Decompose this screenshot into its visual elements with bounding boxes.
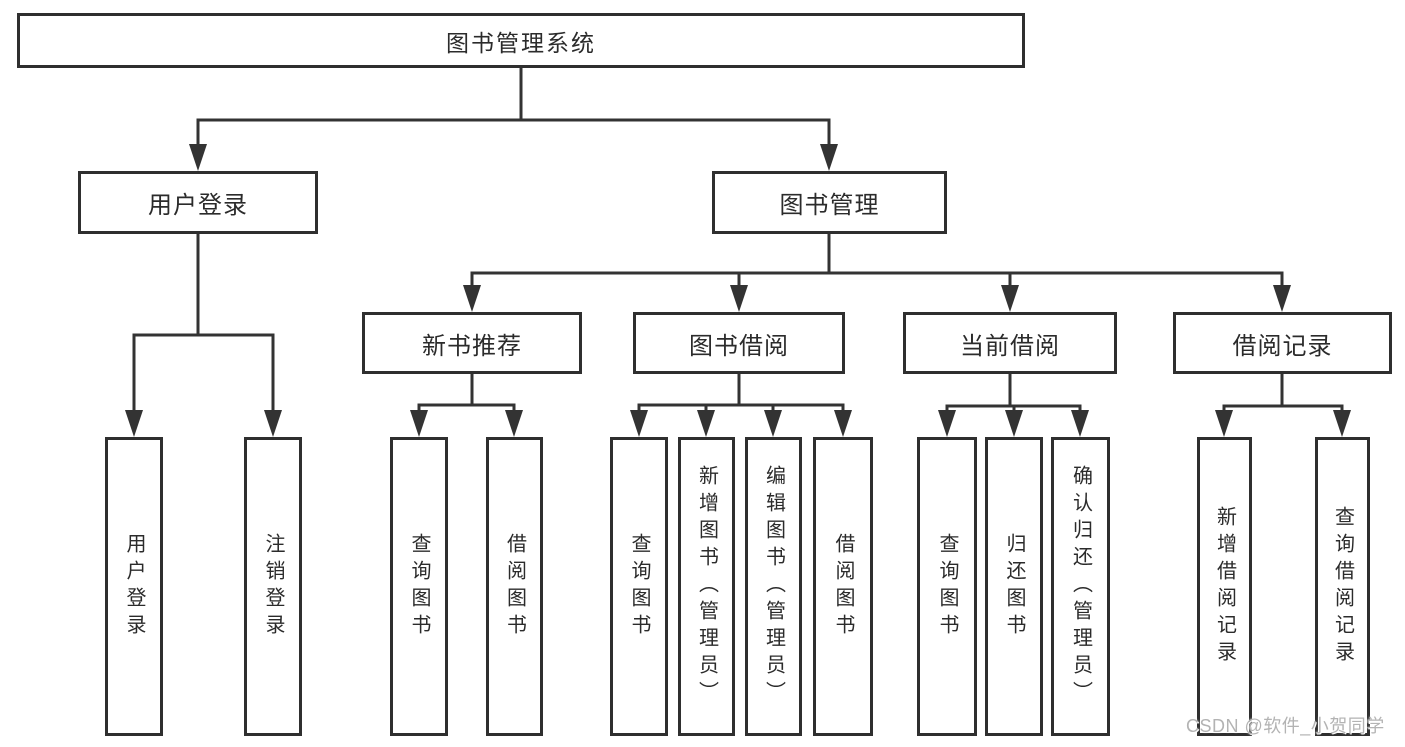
node-add-books-admin: 新增图书（管理员） [678,437,735,736]
node-borrow-books: 借阅图书 [813,437,873,736]
node-query-books-current: 查询图书 [917,437,977,736]
node-borrow-records: 借阅记录 [1173,312,1392,374]
node-query-borrow-record: 查询借阅记录 [1315,437,1370,736]
node-logout: 注销登录 [244,437,302,736]
node-book-borrow: 图书借阅 [633,312,845,374]
node-root: 图书管理系统 [17,13,1025,68]
node-edit-books-admin: 编辑图书（管理员） [745,437,802,736]
node-current-borrow: 当前借阅 [903,312,1117,374]
watermark: CSDN @软件_小贺同学 [1186,716,1385,736]
node-add-borrow-record: 新增借阅记录 [1197,437,1252,736]
node-book-management: 图书管理 [712,171,947,234]
node-borrow-books-recommend: 借阅图书 [486,437,543,736]
node-confirm-return-admin: 确认归还（管理员） [1051,437,1110,736]
node-user-login-leaf: 用户登录 [105,437,163,736]
node-return-books: 归还图书 [985,437,1043,736]
node-new-book-recommend: 新书推荐 [362,312,582,374]
node-query-books-borrow: 查询图书 [610,437,668,736]
node-query-books-recommend: 查询图书 [390,437,448,736]
node-user-login: 用户登录 [78,171,318,234]
